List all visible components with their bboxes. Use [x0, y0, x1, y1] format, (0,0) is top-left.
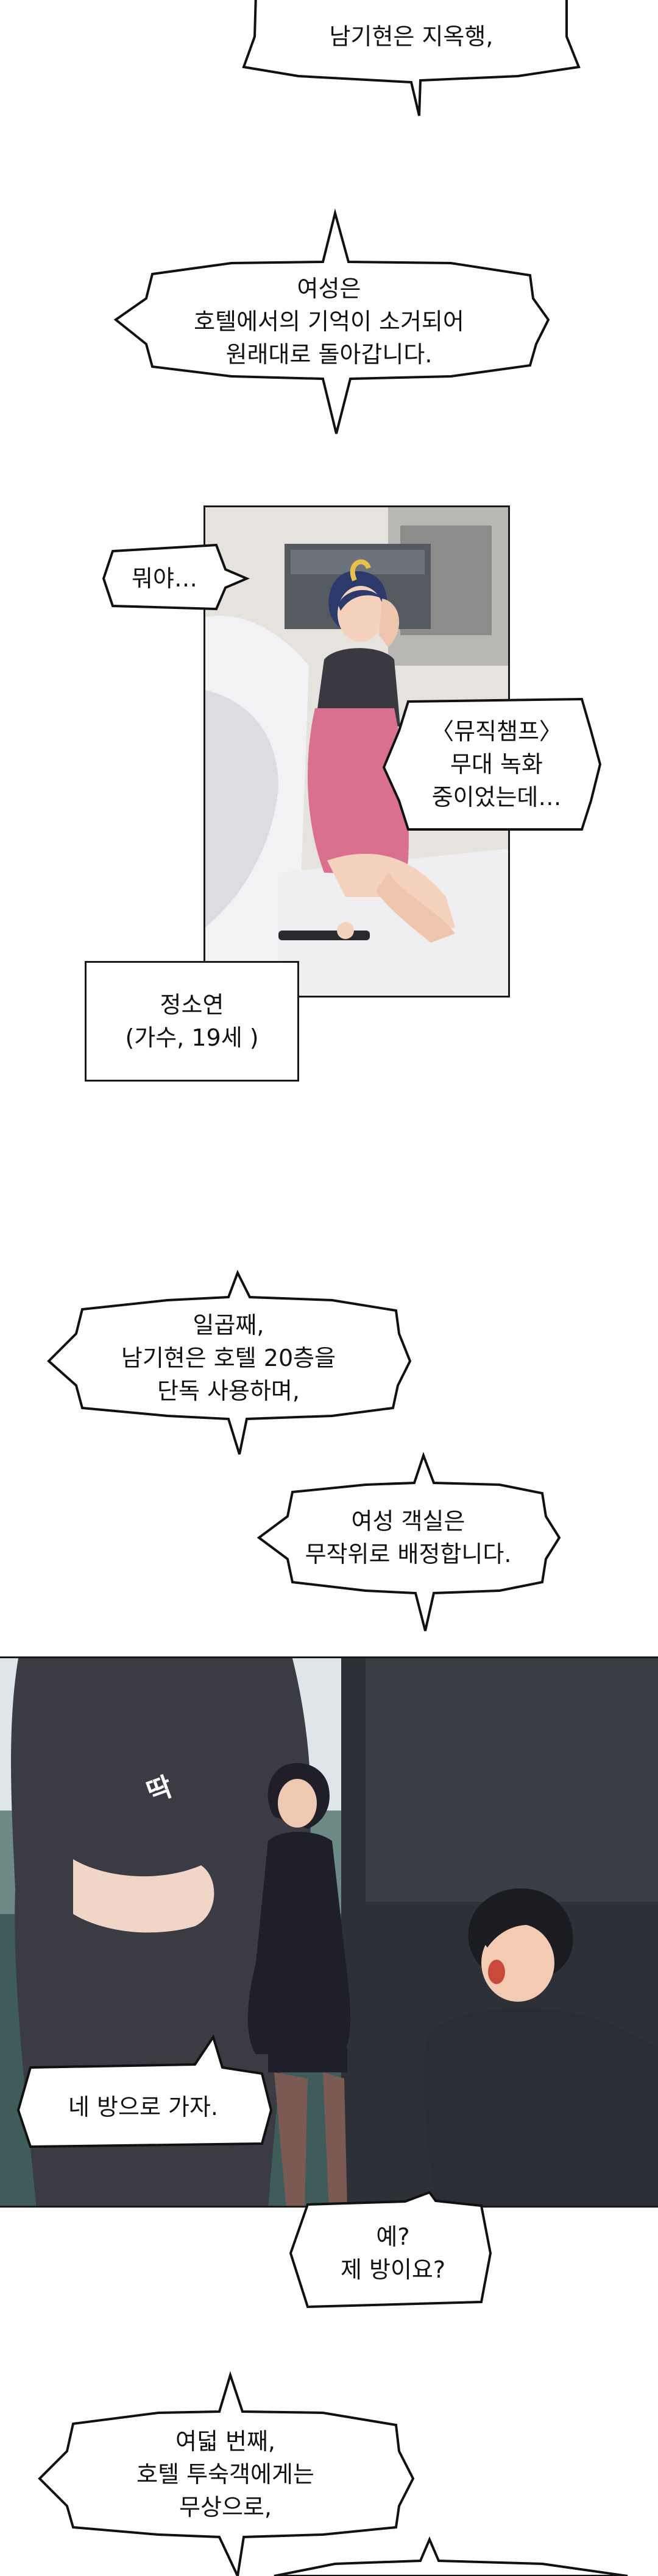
- narration-text-2: 여성은 호텔에서의 기억이 소거되어 원래대로 돌아갑니다.: [194, 275, 464, 368]
- speech-text-panel1-b: 〈뮤직챔프〉 무대 녹화 중이었는데…: [431, 718, 562, 811]
- narration-box-5: 여덟 번째, 호텔 투숙객에게는 무상으로,: [37, 2371, 415, 2576]
- spiky-box-shape: [47, 1270, 412, 1455]
- speech-bubble-shape: [102, 543, 250, 611]
- spiky-box-shape: [113, 208, 550, 434]
- spiky-box-shape: [256, 1452, 561, 1631]
- narration-box-1: 남기현은 지옥행,: [238, 0, 585, 122]
- narration-text-1: 남기현은 지옥행,: [329, 23, 494, 50]
- panel-1-art: [205, 507, 508, 996]
- speech-bubble-panel2-b: 예? 제 방이요?: [283, 2191, 503, 2314]
- narration-box-6-partial: [262, 2536, 640, 2576]
- speech-text-panel1-a: 뭐야…: [132, 565, 197, 592]
- spiky-box-shape: [274, 2536, 628, 2576]
- narration-box-3: 일곱째, 남기현은 호텔 20층을 단독 사용하며,: [46, 1270, 412, 1455]
- speech-bubble-panel2-a: 네 방으로 가자.: [12, 2031, 274, 2153]
- speech-text-panel2-a: 네 방으로 가자.: [68, 2094, 218, 2120]
- comic-panel-1: [203, 505, 510, 998]
- speech-text-panel2-b: 예? 제 방이요?: [340, 2223, 446, 2283]
- narration-box-2: 여성은 호텔에서의 기억이 소거되어 원래대로 돌아갑니다.: [110, 207, 550, 438]
- speech-bubble-shape: [16, 2034, 273, 2148]
- narration-text-4: 여성 객실은 무작위로 배정합니다.: [305, 1508, 512, 1568]
- narration-box-4: 여성 객실은 무작위로 배정합니다.: [256, 1452, 561, 1632]
- speech-bubble-panel1-a: 뭐야…: [101, 542, 253, 615]
- comic-panel-2: 딱: [0, 1656, 658, 2208]
- narration-text-3: 일곱째, 남기현은 호텔 20층을 단독 사용하며,: [121, 1312, 336, 1404]
- narration-text-5: 여덟 번째, 호텔 투숙객에게는 무상으로,: [136, 2427, 314, 2521]
- speech-bubble-shape: [289, 2191, 492, 2309]
- spiky-box-shape: [38, 2371, 415, 2576]
- speech-bubble-panel1-b: 〈뮤직챔프〉 무대 녹화 중이었는데…: [381, 694, 606, 834]
- speech-bubble-shape: [382, 697, 602, 831]
- spiky-box-shape: [242, 0, 581, 116]
- character-caption-box: 정소연 (가수, 19세 ): [85, 961, 299, 1082]
